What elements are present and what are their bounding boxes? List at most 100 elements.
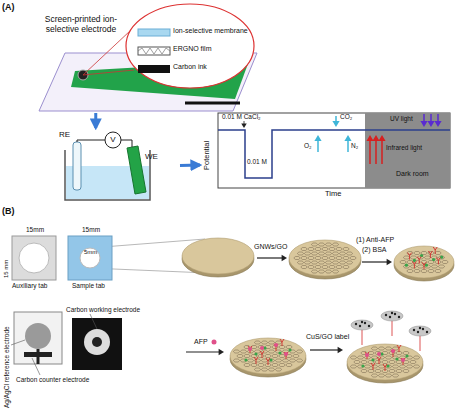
figure-label: Carbon counter electrode xyxy=(16,376,89,383)
afp-dot xyxy=(391,349,395,353)
electrode-trace xyxy=(24,352,52,357)
uv-arrow-head xyxy=(420,121,427,127)
cus-particle xyxy=(364,322,366,324)
leader-line xyxy=(32,358,40,375)
figure-label: (A) xyxy=(2,2,15,12)
afp-dot xyxy=(377,352,381,356)
plot-frame xyxy=(218,113,450,188)
bsa-dot xyxy=(425,264,428,267)
step-arrow xyxy=(186,351,220,352)
cus-go-sheet xyxy=(409,326,431,336)
cus-particle xyxy=(359,325,361,327)
bsa-dot xyxy=(263,346,266,349)
sample-tab: Sample tab xyxy=(68,236,114,294)
step-arrow-head xyxy=(219,349,224,355)
gas-arrow-head xyxy=(332,121,339,127)
node-text: Auxiliary tab xyxy=(12,282,47,289)
label-tether xyxy=(362,329,363,345)
bsa-dot xyxy=(254,352,257,355)
layer-item: Ion-selective membrane xyxy=(128,26,253,40)
cus-particle xyxy=(413,329,415,331)
cus-particle xyxy=(394,313,396,315)
zoom-bubble xyxy=(126,4,254,88)
node-text: Dark room xyxy=(396,170,429,178)
figure-label: Carbon working electrode xyxy=(66,306,140,313)
label-tether xyxy=(420,335,421,351)
cus-particle xyxy=(398,316,400,318)
cus-go-sheet xyxy=(351,320,373,330)
potential-plot: PotentialTime0.01 M CaCl₂0.01 MO₂CO₂N₂In… xyxy=(200,108,455,203)
antibody-symbol xyxy=(365,345,405,371)
gas-arrow xyxy=(347,140,349,152)
cus-particle xyxy=(361,321,363,323)
electrode-disc-side xyxy=(289,243,361,279)
flow-arrow xyxy=(94,113,97,128)
bsa-dot xyxy=(405,264,408,267)
addition-arrow-head xyxy=(241,123,247,128)
antibody-symbol xyxy=(248,339,288,365)
step-arrow-head xyxy=(338,347,343,353)
afp-dot xyxy=(260,346,264,350)
electrode-photo xyxy=(14,312,62,364)
graphene-mesh xyxy=(400,252,448,273)
bsa-dot xyxy=(361,364,364,367)
ergno-texture xyxy=(138,48,170,54)
electrode-area xyxy=(25,323,51,349)
carbon-contact xyxy=(185,102,240,105)
node-text: 0.01 M xyxy=(247,158,267,165)
bsa-dot xyxy=(395,357,398,360)
auxiliary-tab: Auxiliary tab xyxy=(12,236,58,294)
step-arrow-head xyxy=(387,259,392,265)
wire xyxy=(77,140,132,147)
uv-arrow xyxy=(423,114,425,122)
node-text: Screen-printed ion-selective electrode xyxy=(35,15,127,35)
electrode-disc xyxy=(347,344,423,380)
cus-particle xyxy=(419,327,421,329)
step-arrow xyxy=(310,349,339,350)
node-text: Potential xyxy=(203,141,212,170)
tab-square xyxy=(12,236,56,280)
node-text: RE xyxy=(59,130,70,139)
node-text: UV light xyxy=(390,115,413,122)
electrode-photo xyxy=(72,318,122,370)
node-text: Time xyxy=(325,190,341,199)
potential-trace xyxy=(218,130,450,178)
cus-particle xyxy=(355,323,357,325)
node-text: Ion-selective membrane xyxy=(173,27,248,35)
electrode-disc-side xyxy=(230,341,306,377)
node-text: WE xyxy=(145,152,158,161)
bsa-dot xyxy=(413,259,416,262)
figure-label: 15 mm xyxy=(3,260,10,278)
bsa-dot xyxy=(278,351,281,354)
voltmeter xyxy=(105,132,121,148)
bsa-dot xyxy=(420,254,423,257)
infrared-arrow xyxy=(375,140,377,164)
electrode-disc xyxy=(230,338,306,374)
layer-item: ERGNO film xyxy=(128,44,253,58)
uv-arrow xyxy=(430,114,432,122)
uv-arrow-head xyxy=(434,121,441,127)
node-text: Carbon ink xyxy=(173,63,207,71)
node-text: CO₂ xyxy=(340,113,352,120)
bsa-dot xyxy=(371,358,374,361)
bsa-dot xyxy=(432,258,435,261)
step-arrow xyxy=(362,261,388,262)
afp-dot xyxy=(284,352,288,356)
antibody-symbol xyxy=(408,247,441,269)
electrode-disc xyxy=(394,246,454,278)
leader-line xyxy=(11,340,25,345)
figure-label: (1) Anti-AFP xyxy=(356,236,394,244)
electrode-card xyxy=(39,53,257,111)
infrared-arrow xyxy=(369,140,371,164)
reference-electrode xyxy=(73,142,81,190)
electrode-track xyxy=(71,61,249,99)
figure-label: CuS/GO label xyxy=(306,333,349,341)
node-text: O₂ xyxy=(304,142,312,149)
cus-particle xyxy=(385,314,387,316)
ergno-layer xyxy=(138,47,170,55)
node-text: Infrared light xyxy=(386,144,422,151)
tab-hole xyxy=(80,248,100,268)
infrared-arrow xyxy=(381,140,383,164)
bsa-dot xyxy=(386,364,389,367)
step-arrow-head xyxy=(282,255,287,261)
